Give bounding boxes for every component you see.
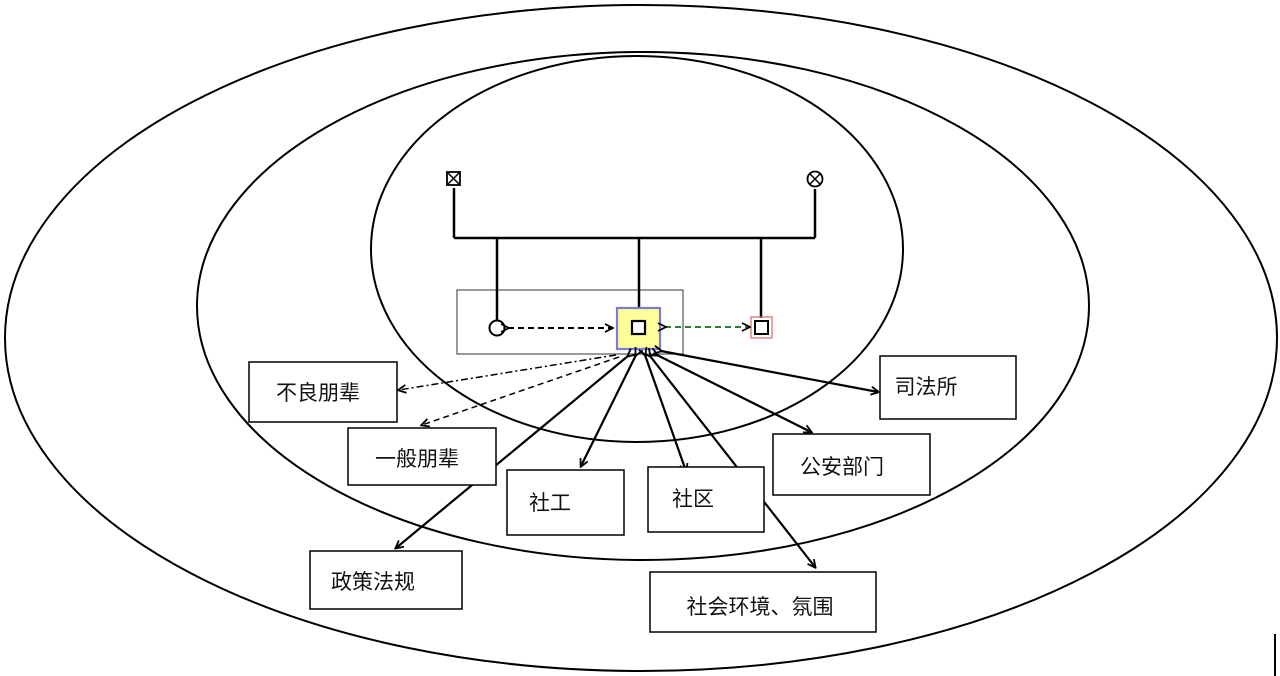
community-label: 社区 — [672, 487, 714, 511]
male-sibling-symbol — [750, 316, 773, 339]
female-sibling-symbol — [488, 319, 506, 337]
inner-ring — [370, 55, 904, 443]
client-symbol — [615, 306, 662, 351]
outer-ring — [4, 4, 1278, 672]
public-security-label: 公安部门 — [800, 455, 884, 479]
bad-peers-label: 不良朋辈 — [276, 381, 360, 405]
dashed-arrow-general-peers — [422, 356, 620, 425]
node-public-security: 公安部门 — [772, 433, 931, 496]
general-peers-label: 一般朋辈 — [375, 447, 459, 471]
genogram-lines — [452, 188, 817, 321]
social-worker-label: 社工 — [529, 491, 571, 515]
judicial-office-label: 司法所 — [895, 375, 958, 399]
node-policy-laws: 政策法规 — [309, 550, 463, 610]
node-judicial-office: 司法所 — [879, 355, 1017, 420]
deceased-female-symbol — [806, 170, 824, 188]
node-social-environment: 社会环境、氛围 — [649, 571, 877, 633]
node-bad-peers: 不良朋辈 — [248, 361, 398, 423]
node-social-worker: 社工 — [506, 469, 625, 536]
social-environment-label: 社会环境、氛围 — [687, 595, 834, 619]
deceased-male-symbol — [446, 171, 461, 186]
middle-ring — [196, 51, 1090, 561]
node-community: 社区 — [647, 466, 765, 533]
node-general-peers: 一般朋辈 — [347, 427, 497, 486]
solid-arrows — [396, 351, 878, 567]
policy-laws-label: 政策法规 — [331, 570, 415, 594]
